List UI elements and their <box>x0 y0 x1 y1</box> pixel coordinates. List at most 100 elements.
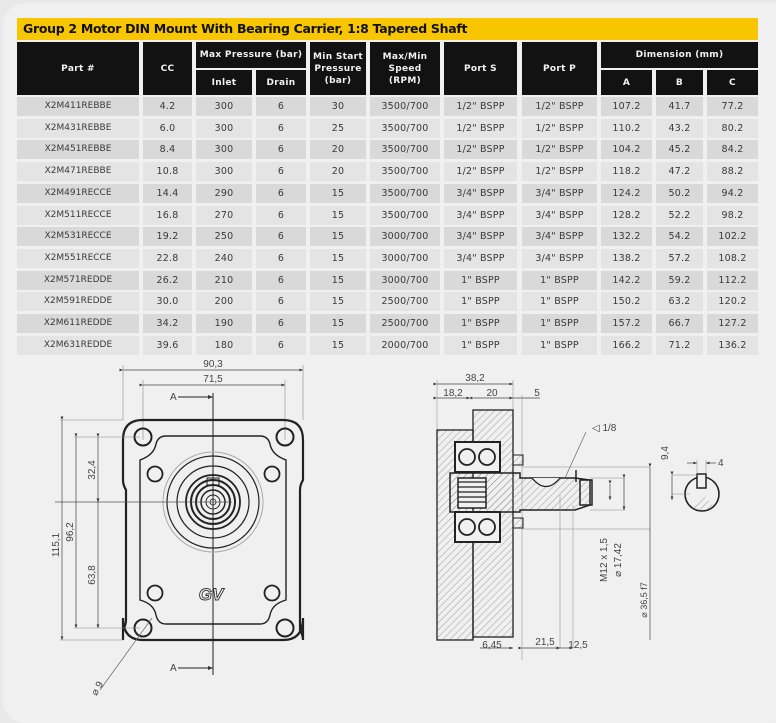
dim-b-cell: 41.7 <box>656 97 703 116</box>
dia-17-42: ⌀ 17,42 <box>613 543 624 577</box>
dim-c-cell: 88.2 <box>707 162 758 182</box>
dim-b-cell: 71.2 <box>656 335 703 355</box>
header-port-p: Port P <box>522 42 597 95</box>
dim-96-2: 96,2 <box>65 522 76 542</box>
header-min-start-line1: Min Start <box>313 51 363 62</box>
dim-a-cell: 157.2 <box>601 314 652 333</box>
part-number-cell: X2M431REBBE <box>17 118 139 138</box>
taper-label: ◁ 1/8 <box>592 423 617 434</box>
dim-b-cell: 66.7 <box>656 314 703 333</box>
speed-cell: 3500/700 <box>370 183 440 203</box>
header-min-start: Min Start Pressure (bar) <box>310 42 366 95</box>
port-p-cell: 1" BSPP <box>522 270 597 290</box>
side-view-drawing <box>433 380 720 660</box>
speed-cell: 3000/700 <box>370 270 440 290</box>
part-number-cell: X2M631REDDE <box>17 335 139 355</box>
dim-a-cell: 128.2 <box>601 205 652 225</box>
inlet-pressure-cell: 190 <box>196 314 252 333</box>
port-s-cell: 1/2" BSPP <box>444 97 517 116</box>
technical-drawing: 90,3 71,5 A A 115,1 96,2 32,4 63,8 ⌀ 9 G… <box>51 359 724 698</box>
min-start-pressure-cell: 15 <box>310 314 366 333</box>
dim-a-cell: 107.2 <box>601 97 652 116</box>
inlet-pressure-cell: 210 <box>196 270 252 290</box>
dim-b-cell: 50.2 <box>656 183 703 203</box>
port-p-cell: 3/4" BSPP <box>522 248 597 268</box>
dim-b-cell: 54.2 <box>656 227 703 247</box>
inlet-pressure-cell: 300 <box>196 97 252 116</box>
cc-cell: 19.2 <box>143 227 192 247</box>
inlet-pressure-cell: 300 <box>196 140 252 160</box>
dim-63-8: 63,8 <box>87 565 98 585</box>
dim-b-cell: 47.2 <box>656 162 703 182</box>
part-number-cell: X2M471REBBE <box>17 162 139 182</box>
port-p-cell: 1" BSPP <box>522 335 597 355</box>
dim-b-cell: 57.2 <box>656 248 703 268</box>
part-number-cell: X2M451REBBE <box>17 140 139 160</box>
cc-cell: 4.2 <box>143 97 192 116</box>
drain-pressure-cell: 6 <box>256 314 306 333</box>
part-number-cell: X2M411REBBE <box>17 97 139 116</box>
port-s-cell: 1" BSPP <box>444 270 517 290</box>
dim-12-5: 12,5 <box>568 640 588 651</box>
header-port-s: Port S <box>444 42 517 95</box>
header-inlet: Inlet <box>196 70 252 95</box>
dim-c-cell: 98.2 <box>707 205 758 225</box>
speed-cell: 2000/700 <box>370 335 440 355</box>
port-p-cell: 1/2" BSPP <box>522 118 597 138</box>
speed-cell: 3500/700 <box>370 118 440 138</box>
cc-cell: 30.0 <box>143 292 192 312</box>
min-start-pressure-cell: 15 <box>310 270 366 290</box>
dim-a-cell: 104.2 <box>601 140 652 160</box>
dim-b-cell: 52.2 <box>656 205 703 225</box>
header-dim-b: B <box>656 70 703 95</box>
cc-cell: 8.4 <box>143 140 192 160</box>
port-s-cell: 1" BSPP <box>444 292 517 312</box>
header-drain: Drain <box>256 70 306 95</box>
thread-label: M12 x 1,5 <box>599 538 610 582</box>
dim-b-cell: 59.2 <box>656 270 703 290</box>
min-start-pressure-cell: 15 <box>310 335 366 355</box>
port-p-cell: 1" BSPP <box>522 292 597 312</box>
drain-pressure-cell: 6 <box>256 183 306 203</box>
dim-90-3: 90,3 <box>203 359 223 370</box>
part-number-cell: X2M591REDDE <box>17 292 139 312</box>
port-p-cell: 1/2" BSPP <box>522 97 597 116</box>
dim-38-2: 38,2 <box>465 373 485 384</box>
port-p-cell: 3/4" BSPP <box>522 227 597 247</box>
drain-pressure-cell: 6 <box>256 118 306 138</box>
dim-c-cell: 120.2 <box>707 292 758 312</box>
drain-pressure-cell: 6 <box>256 248 306 268</box>
header-min-start-line3: (bar) <box>324 75 352 86</box>
port-p-cell: 3/4" BSPP <box>522 183 597 203</box>
inlet-pressure-cell: 300 <box>196 162 252 182</box>
port-p-cell: 3/4" BSPP <box>522 205 597 225</box>
speed-cell: 3500/700 <box>370 162 440 182</box>
part-number-cell: X2M491RECCE <box>17 183 139 203</box>
header-dimension: Dimension (mm) <box>601 42 758 68</box>
dim-5: 5 <box>534 388 540 399</box>
drain-pressure-cell: 6 <box>256 335 306 355</box>
inlet-pressure-cell: 200 <box>196 292 252 312</box>
dim-c-cell: 112.2 <box>707 270 758 290</box>
dim-c-cell: 77.2 <box>707 97 758 116</box>
dim-a-cell: 118.2 <box>601 162 652 182</box>
port-s-cell: 3/4" BSPP <box>444 248 517 268</box>
speed-cell: 3500/700 <box>370 140 440 160</box>
speed-cell: 3500/700 <box>370 97 440 116</box>
header-dim-c: C <box>707 70 758 95</box>
port-p-cell: 1/2" BSPP <box>522 140 597 160</box>
inlet-pressure-cell: 250 <box>196 227 252 247</box>
dim-6-45: 6,45 <box>482 640 502 651</box>
dim-a-cell: 142.2 <box>601 270 652 290</box>
dim-c-cell: 108.2 <box>707 248 758 268</box>
port-s-cell: 3/4" BSPP <box>444 227 517 247</box>
dim-c-cell: 80.2 <box>707 118 758 138</box>
header-dim-a: A <box>601 70 652 95</box>
port-s-cell: 1/2" BSPP <box>444 118 517 138</box>
dim-32-4: 32,4 <box>87 460 98 480</box>
